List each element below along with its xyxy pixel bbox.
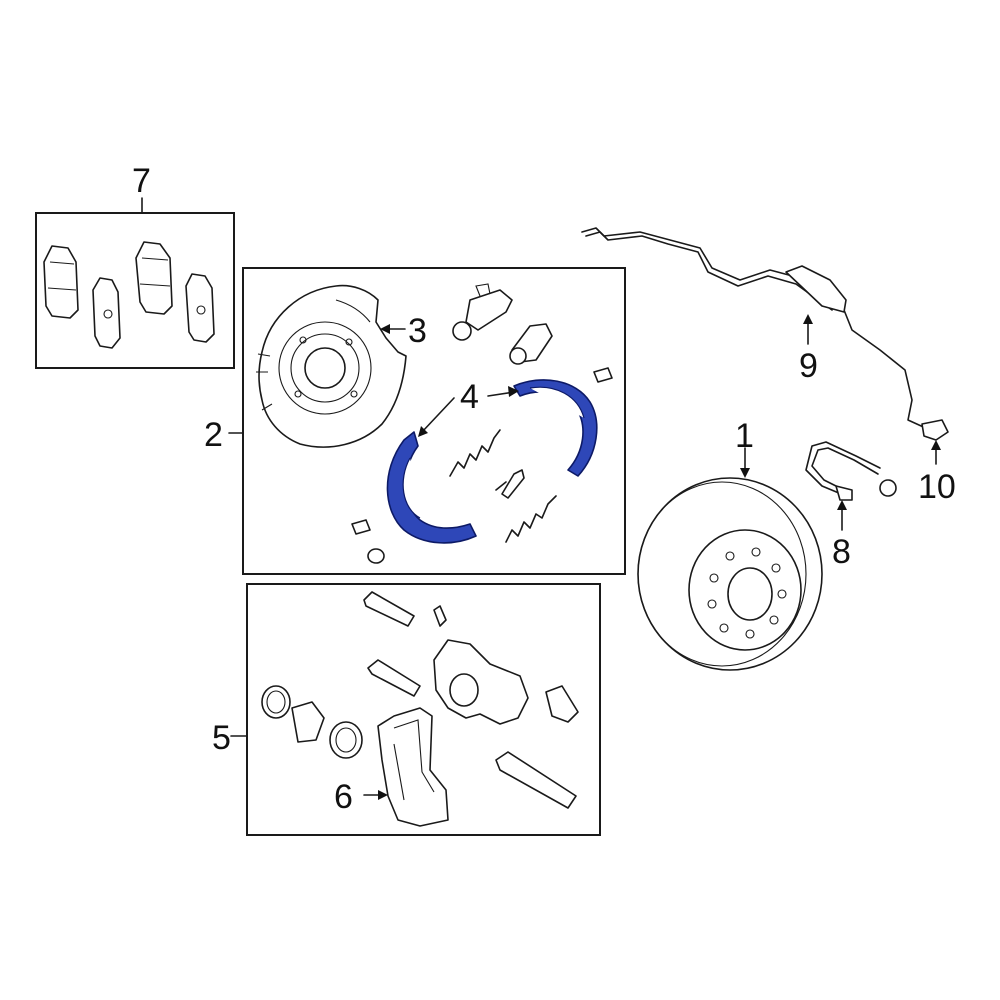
callout-2: 2 [204, 416, 223, 454]
callout-1: 1 [735, 417, 754, 455]
parking-brake-hardware-drawing[interactable] [351, 283, 613, 564]
callout-10: 10 [918, 468, 956, 506]
parking-brake-shoes-drawing[interactable] [386, 379, 598, 544]
brake-rotor-drawing[interactable] [637, 477, 823, 671]
caliper-kit-drawing[interactable] [261, 591, 579, 827]
callout-9: 9 [799, 347, 818, 385]
callout-7: 7 [132, 162, 151, 200]
group-box-parking-brake[interactable] [242, 267, 626, 575]
brake-hose-drawing[interactable] [805, 441, 897, 501]
callout-3: 3 [408, 312, 427, 350]
callout-8: 8 [832, 533, 851, 571]
group-box-brake-pads[interactable] [35, 212, 235, 369]
callout-4: 4 [460, 378, 479, 416]
abs-sensor-wire-drawing[interactable] [581, 227, 949, 441]
callout-5: 5 [212, 719, 231, 757]
callout-6: 6 [334, 778, 353, 816]
backing-plate-drawing[interactable] [256, 284, 407, 448]
brake-pads-drawing[interactable] [43, 241, 215, 349]
callout-leaders [141, 197, 941, 800]
group-box-caliper[interactable] [246, 583, 601, 836]
